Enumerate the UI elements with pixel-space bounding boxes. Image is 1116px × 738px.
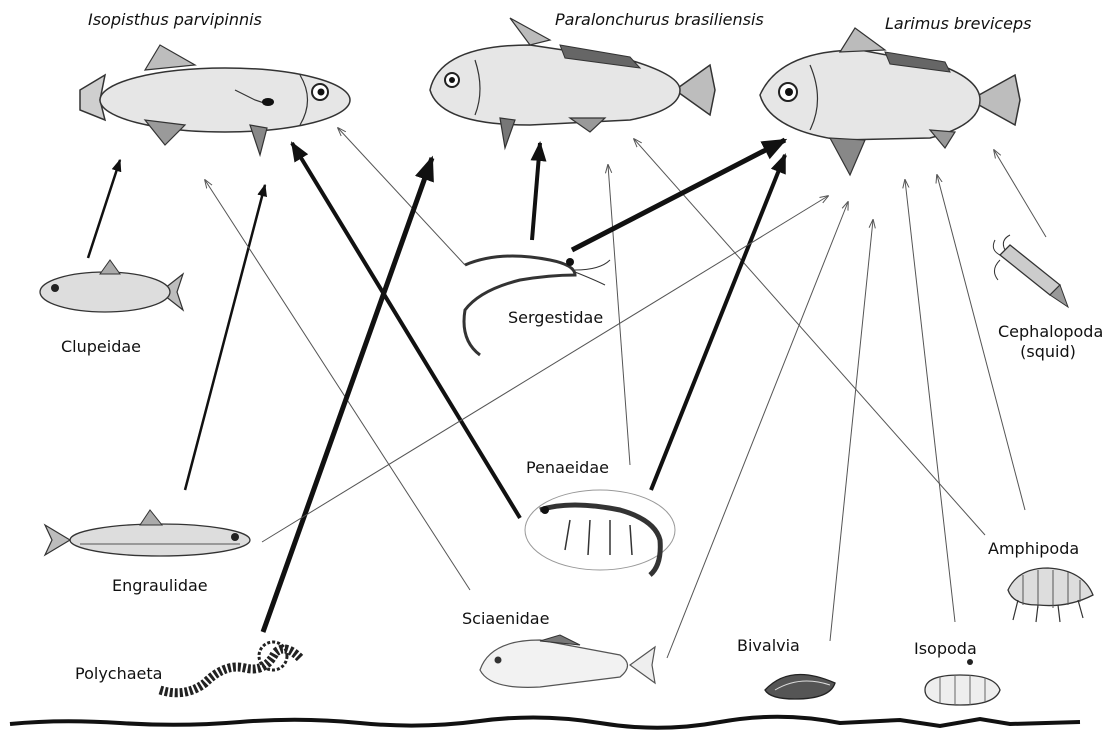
prey-label-cephalopoda-name: Cephalopoda (998, 322, 1098, 342)
sergestidae-illustration (464, 256, 610, 355)
link-sciaenidae-to-isopisthus (205, 180, 470, 590)
prey-label-cephalopoda-subname: (squid) (998, 342, 1098, 362)
prey-label-clupeidae: Clupeidae (61, 337, 141, 357)
link-sergestidae-to-paralonchurus (532, 143, 540, 240)
sciaenidae-illustration (480, 635, 655, 687)
link-penaeidae-to-larimus (651, 155, 785, 490)
predator-label-paralonchurus: Paralonchurus brasiliensis (555, 10, 764, 30)
link-isopoda-to-larimus (905, 180, 955, 622)
link-amphipoda-to-paralonchurus (634, 139, 985, 535)
link-polychaeta-to-paralonchurus (263, 158, 432, 632)
link-penaeidae-to-paralonchurus (608, 165, 630, 465)
isopoda-illustration (925, 659, 1000, 705)
link-bivalvia-to-larimus (830, 220, 873, 641)
amphipoda-illustration (1008, 568, 1093, 622)
fish-paralonchurus-illustration (430, 18, 715, 148)
predator-label-larimus: Larimus breviceps (885, 14, 1032, 34)
penaeidae-illustration (525, 490, 675, 575)
trophic-links (88, 128, 1046, 658)
predator-label-isopisthus: Isopisthus parvipinnis (88, 10, 262, 30)
prey-label-isopoda: Isopoda (914, 639, 977, 659)
link-clupeidae-to-isopisthus (88, 160, 120, 258)
prey-label-engraulidae: Engraulidae (112, 576, 208, 596)
engraulidae-illustration (45, 510, 250, 556)
link-engraulidae-to-larimus (262, 196, 828, 542)
link-engraulidae-to-isopisthus (185, 185, 265, 490)
link-sciaenidae-to-larimus (667, 202, 848, 658)
prey-label-polychaeta: Polychaeta (75, 664, 162, 684)
prey-label-bivalvia: Bivalvia (737, 636, 800, 656)
prey-label-sciaenidae: Sciaenidae (462, 609, 549, 629)
bivalvia-illustration (765, 674, 835, 699)
link-cephalopoda-to-larimus (994, 150, 1046, 237)
cephalopoda-illustration (993, 235, 1068, 307)
prey-label-amphipoda: Amphipoda (988, 539, 1079, 559)
polychaeta-illustration (160, 642, 300, 693)
seafloor-line (10, 717, 1080, 728)
fish-larimus-illustration (760, 28, 1020, 175)
prey-label-sergestidae: Sergestidae (508, 308, 603, 328)
fish-isopisthus-illustration (80, 45, 350, 155)
prey-label-penaeidae: Penaeidae (526, 458, 609, 478)
clupeidae-illustration (40, 260, 183, 312)
prey-label-cephalopoda: Cephalopoda (squid) (998, 322, 1098, 362)
